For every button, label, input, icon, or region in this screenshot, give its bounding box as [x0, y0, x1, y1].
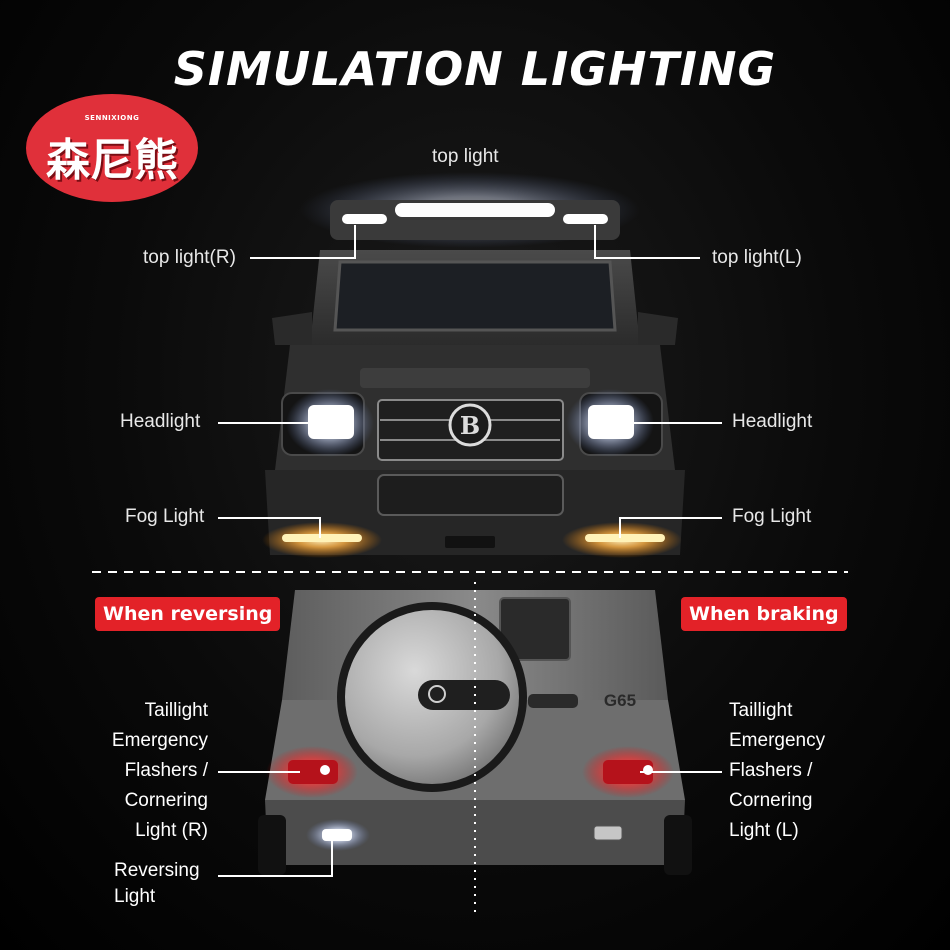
reversing-line: Reversing	[114, 860, 200, 881]
front-vehicle: B	[262, 172, 685, 558]
rear-left-line: Emergency	[111, 730, 208, 751]
rear-model-badge: G65	[604, 691, 636, 710]
badge-when-reversing: When reversing	[95, 597, 281, 631]
reversing-line: Light	[114, 886, 156, 907]
label-rear-right: Taillight Emergency Flashers / Cornering…	[729, 696, 825, 846]
rear-vehicle: G65	[258, 590, 692, 875]
rear-right-line: Cornering	[729, 790, 813, 811]
label-fog-left: Fog Light	[125, 506, 205, 527]
leader-fog-left	[218, 517, 321, 538]
label-rear-left: Taillight Emergency Flashers / Cornering…	[112, 696, 208, 846]
logo-chinese-text: 森尼熊	[46, 135, 178, 186]
rear-right-line: Flashers /	[729, 760, 813, 781]
label-top-light: top light	[432, 146, 499, 167]
label-fog-right: Fog Light	[732, 506, 812, 527]
leader-lines	[218, 225, 722, 877]
rear-left-line: Light (R)	[135, 820, 208, 841]
rear-left-line: Cornering	[124, 790, 208, 811]
rear-right-line: Taillight	[729, 700, 793, 721]
rear-left-line: Flashers /	[124, 760, 208, 781]
leader-top-light-r	[250, 225, 356, 259]
rear-right-line: Light (L)	[729, 820, 799, 841]
label-headlight-right: Headlight	[732, 411, 813, 432]
leader-reversing-light	[218, 840, 333, 877]
label-top-light-l: top light(L)	[712, 247, 802, 268]
rear-left-line: Taillight	[144, 700, 208, 721]
rear-right-line: Emergency	[729, 730, 826, 751]
badge-when-braking: When braking	[681, 597, 847, 631]
page-title: SIMULATION LIGHTING	[173, 42, 777, 96]
brand-logo: SENNIXIONG 森尼熊	[26, 94, 198, 202]
grille-emblem: B	[460, 411, 480, 440]
leader-fog-right	[619, 517, 722, 538]
leader-top-light-l	[594, 225, 700, 259]
logo-brand-text: SENNIXIONG	[84, 114, 140, 122]
label-top-light-r: top light(R)	[143, 247, 236, 268]
label-reversing-light: Reversing Light	[114, 858, 200, 910]
label-headlight-left: Headlight	[120, 411, 201, 432]
